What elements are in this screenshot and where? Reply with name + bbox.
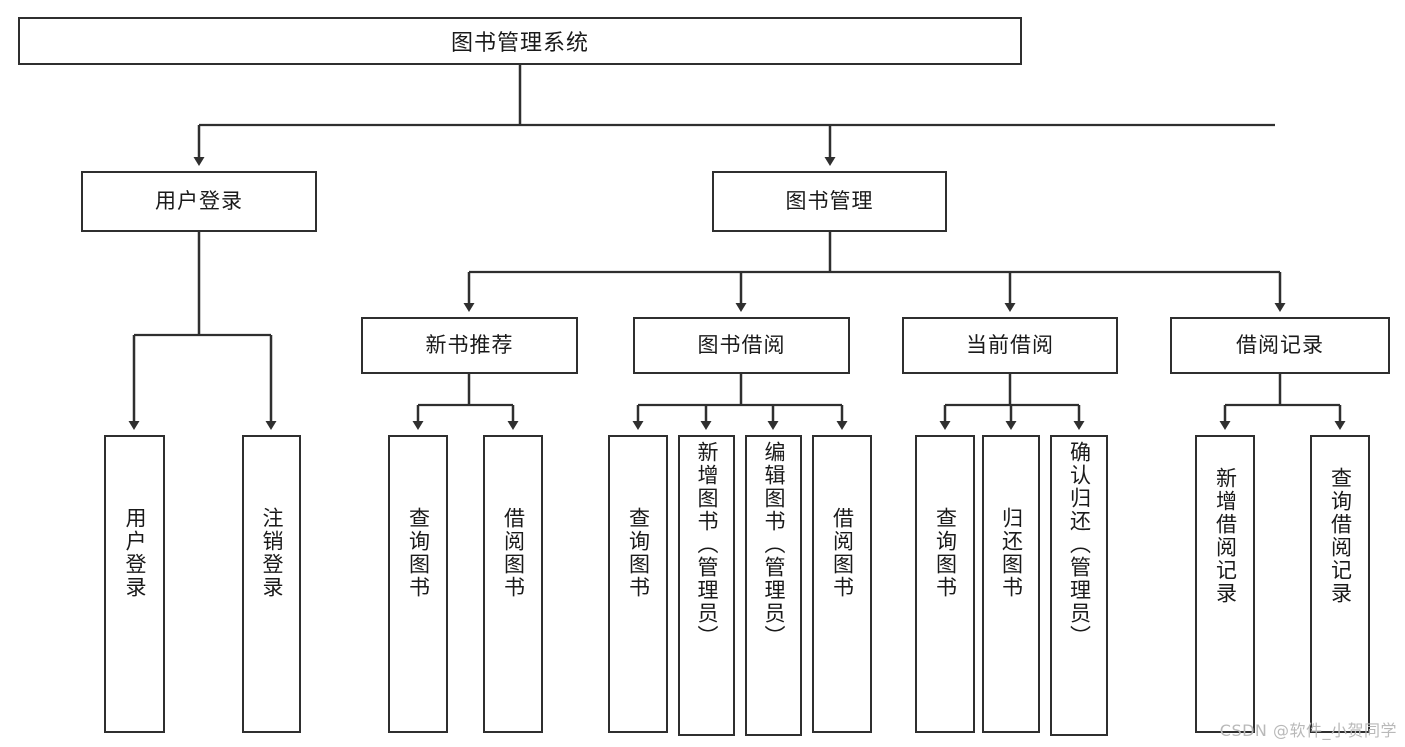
node-leaf-user-login-label: 用户登录 bbox=[122, 507, 147, 599]
node-leaf-query-record-label: 查询借阅记录 bbox=[1328, 467, 1353, 605]
node-leaf-add-record[interactable]: 新增借阅记录 bbox=[1195, 435, 1255, 733]
node-leaf-query-book-rec-label: 查询图书 bbox=[406, 507, 431, 599]
node-leaf-add-book-label: 新增图书（管理员） bbox=[694, 441, 719, 648]
node-root[interactable]: 图书管理系统 bbox=[18, 17, 1022, 65]
node-leaf-query-book-cur[interactable]: 查询图书 bbox=[915, 435, 975, 733]
node-leaf-add-book[interactable]: 新增图书（管理员） bbox=[678, 435, 735, 736]
node-book-borrow-label: 图书借阅 bbox=[697, 332, 786, 357]
node-root-label: 图书管理系统 bbox=[450, 31, 589, 56]
node-leaf-query-book-borrow[interactable]: 查询图书 bbox=[608, 435, 668, 733]
node-borrow-record-label: 借阅记录 bbox=[1236, 332, 1324, 357]
node-leaf-query-book-borrow-label: 查询图书 bbox=[626, 507, 651, 599]
node-book-borrow[interactable]: 图书借阅 bbox=[633, 317, 850, 374]
node-leaf-borrow-book-rec-label: 借阅图书 bbox=[501, 507, 526, 599]
node-leaf-confirm-return[interactable]: 确认归还（管理员） bbox=[1050, 435, 1108, 736]
node-leaf-logout[interactable]: 注销登录 bbox=[242, 435, 301, 733]
node-new-book-rec[interactable]: 新书推荐 bbox=[361, 317, 578, 374]
node-user-login-label: 用户登录 bbox=[155, 188, 243, 213]
node-leaf-add-record-label: 新增借阅记录 bbox=[1213, 467, 1238, 605]
node-leaf-edit-book[interactable]: 编辑图书（管理员） bbox=[745, 435, 802, 736]
node-leaf-logout-label: 注销登录 bbox=[259, 507, 284, 599]
node-user-login[interactable]: 用户登录 bbox=[81, 171, 317, 232]
node-book-manage[interactable]: 图书管理 bbox=[712, 171, 947, 232]
csdn-watermark: CSDN @软件_小贺同学 bbox=[1219, 721, 1397, 740]
node-leaf-query-book-cur-label: 查询图书 bbox=[933, 507, 958, 599]
node-new-book-rec-label: 新书推荐 bbox=[425, 332, 514, 357]
node-book-manage-label: 图书管理 bbox=[785, 188, 874, 213]
node-current-borrow[interactable]: 当前借阅 bbox=[902, 317, 1118, 374]
node-leaf-confirm-return-label: 确认归还（管理员） bbox=[1067, 441, 1092, 648]
node-leaf-return-book[interactable]: 归还图书 bbox=[982, 435, 1040, 733]
node-leaf-borrow-book[interactable]: 借阅图书 bbox=[812, 435, 872, 733]
node-leaf-query-book-rec[interactable]: 查询图书 bbox=[388, 435, 448, 733]
node-leaf-borrow-book-label: 借阅图书 bbox=[830, 507, 855, 599]
node-leaf-borrow-book-rec[interactable]: 借阅图书 bbox=[483, 435, 543, 733]
node-leaf-query-record[interactable]: 查询借阅记录 bbox=[1310, 435, 1370, 733]
node-current-borrow-label: 当前借阅 bbox=[966, 332, 1054, 357]
node-leaf-user-login[interactable]: 用户登录 bbox=[104, 435, 165, 733]
node-borrow-record[interactable]: 借阅记录 bbox=[1170, 317, 1390, 374]
node-leaf-edit-book-label: 编辑图书（管理员） bbox=[761, 441, 786, 648]
node-leaf-return-book-label: 归还图书 bbox=[999, 507, 1024, 599]
